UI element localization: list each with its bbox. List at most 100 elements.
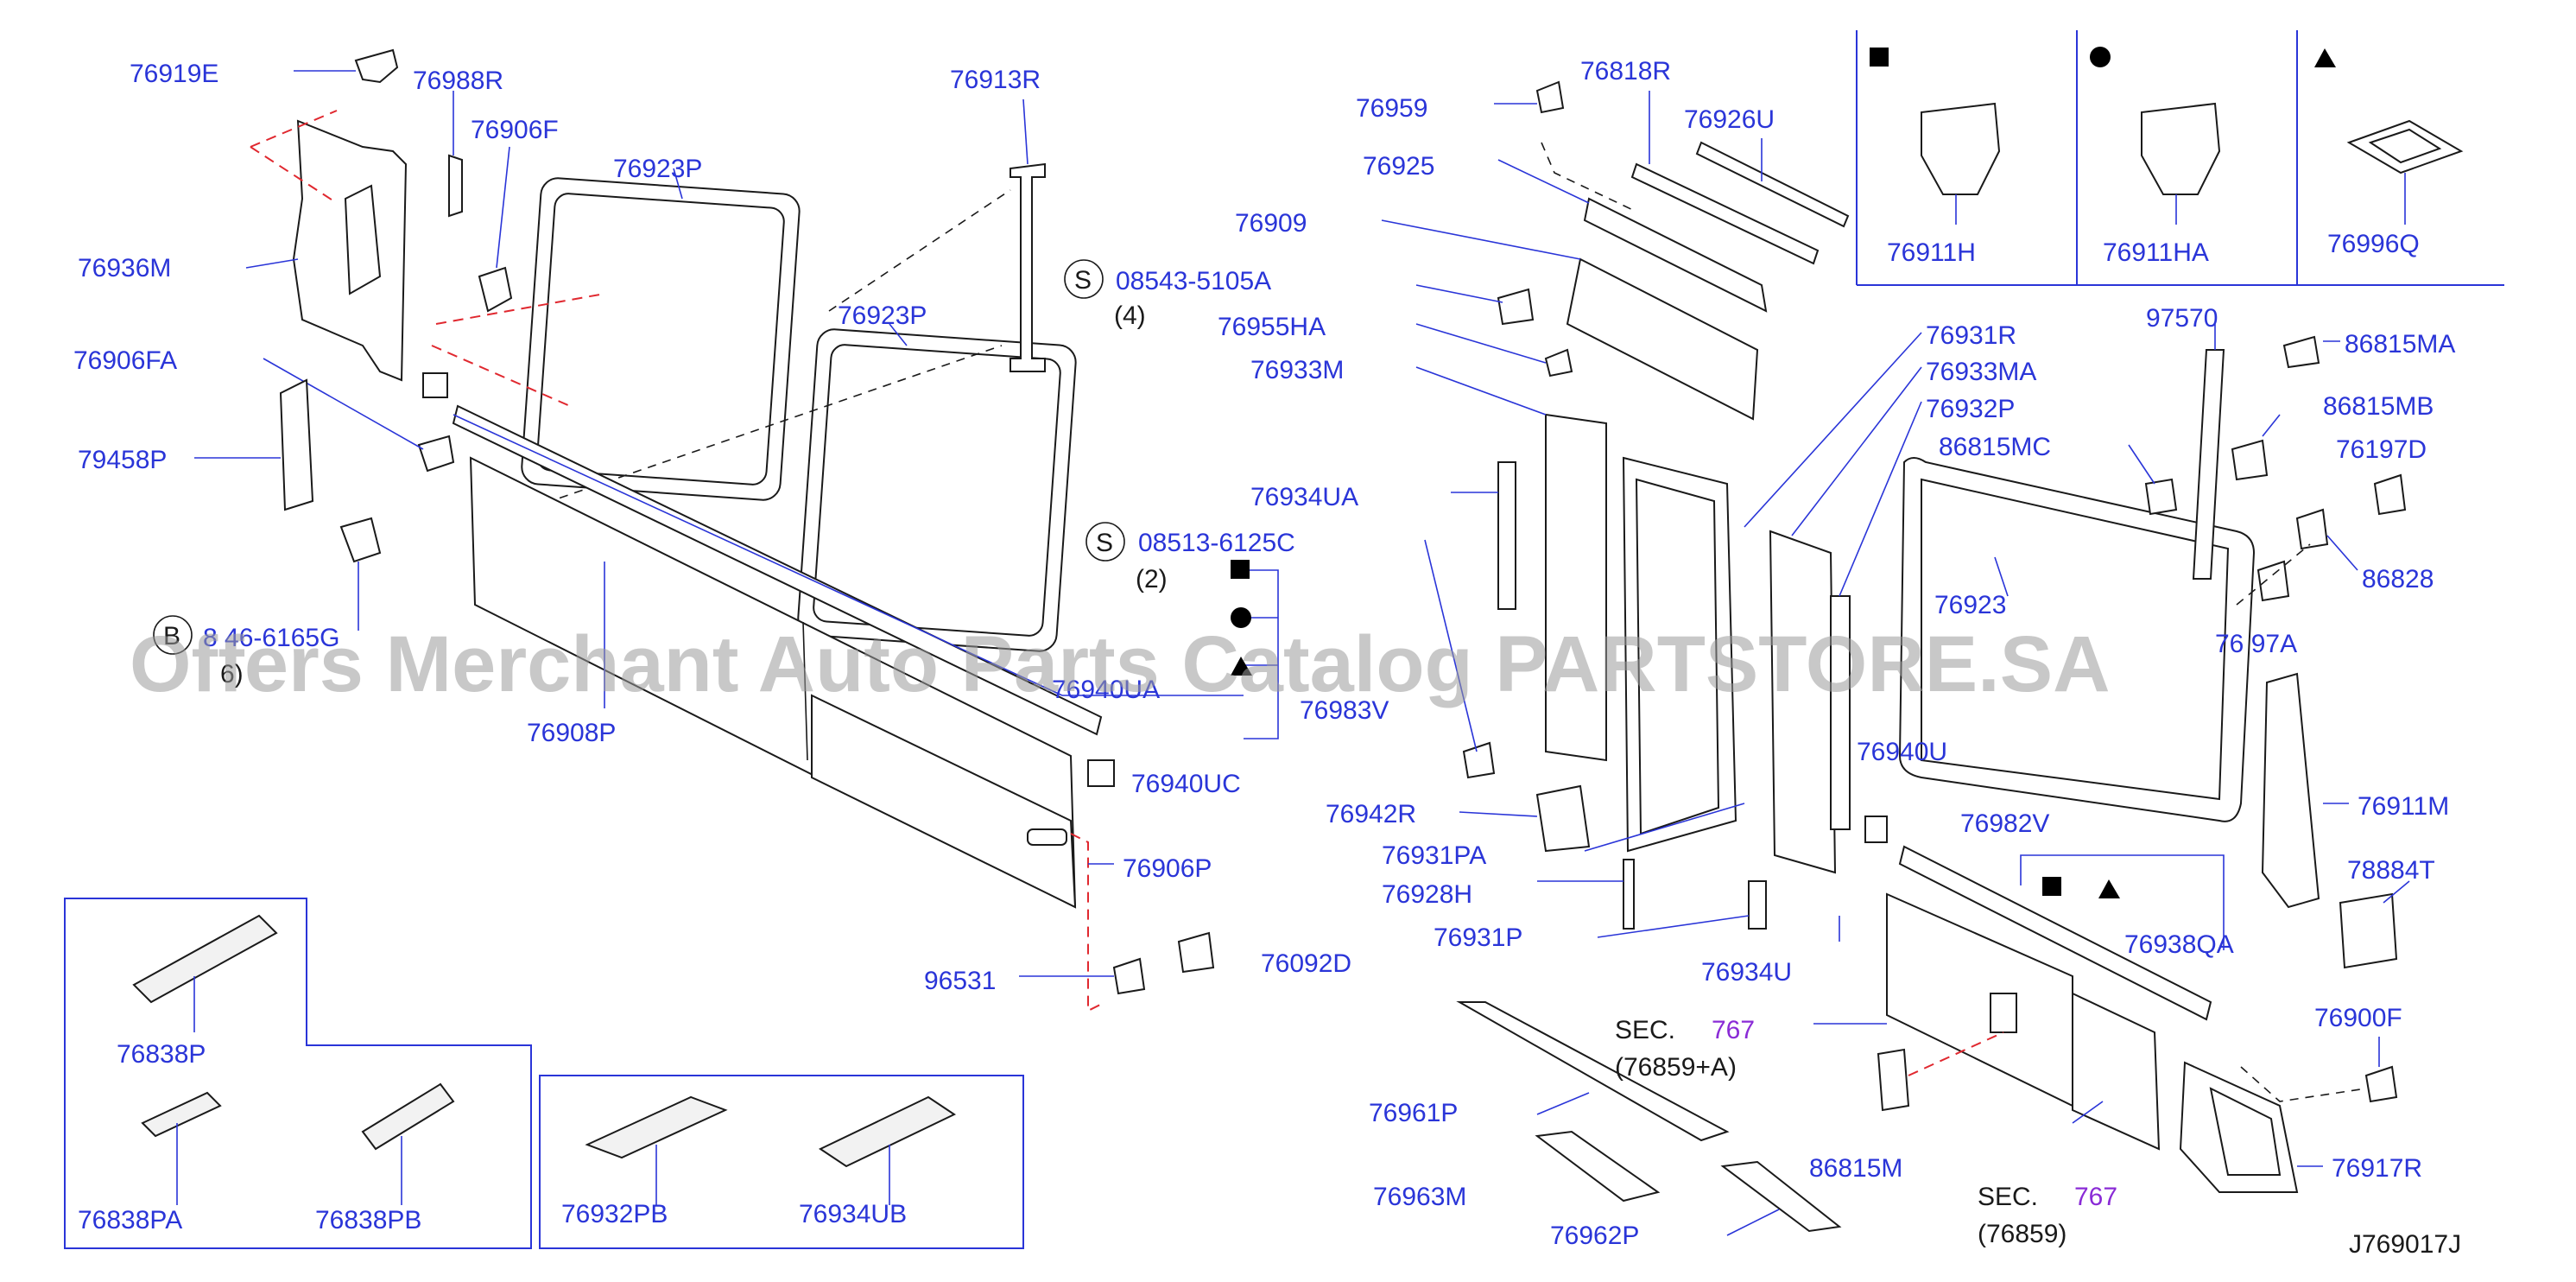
bolt-b — [339, 517, 382, 563]
watermark: Offers Merchant Auto Parts Catalog PARTS… — [130, 620, 2111, 708]
sec2-num: 767 — [2074, 1183, 2117, 1211]
strip-76932p — [1830, 595, 1851, 830]
label-76917r: 76917R — [2332, 1154, 2422, 1183]
label-76982v: 76982V — [1960, 809, 2049, 838]
door-panel-cutout — [1990, 993, 2017, 1033]
screw-mark-1: S — [1074, 266, 1092, 295]
label-76932p: 76932P — [1926, 395, 2015, 423]
screw-76955ha — [1544, 348, 1573, 378]
label-76940uc: 76940UC — [1131, 770, 1241, 798]
label-96531: 96531 — [924, 967, 996, 995]
strip-76963m — [1535, 1130, 1661, 1203]
label-86815m: 86815M — [1809, 1154, 1902, 1183]
label-78884t: 78884T — [2347, 856, 2435, 885]
seal-76838pa — [141, 1091, 222, 1138]
rail-76926u — [1695, 141, 1850, 228]
label-76936m: 76936M — [78, 254, 171, 282]
bracket-79458p — [279, 378, 314, 511]
screw-qty-2: (2) — [1136, 565, 1168, 593]
label-76955ha: 76955HA — [1218, 313, 1326, 341]
marker-triangle-76983v — [1231, 657, 1252, 676]
strip-76928h — [1623, 859, 1635, 930]
label-76963m: 76963M — [1373, 1183, 1466, 1211]
label-76838pb: 76838PB — [315, 1206, 421, 1234]
bolt-mark: B — [163, 622, 180, 651]
rail-76818r — [1630, 162, 1820, 265]
label-76197a: 76 97A — [2215, 630, 2297, 658]
seal-76932pb — [585, 1095, 728, 1159]
label-76818r: 76818R — [1580, 57, 1671, 86]
pad-76996q-inner — [2368, 128, 2442, 164]
label-76838pa: 76838PA — [78, 1206, 182, 1234]
block-76940uc — [1087, 759, 1115, 787]
label-76932pb: 76932PB — [561, 1200, 668, 1228]
label-79458p: 79458P — [78, 446, 167, 474]
label-86815mb: 86815MB — [2323, 392, 2434, 421]
label-76931p: 76931P — [1434, 923, 1522, 952]
block-76940uc-src — [422, 372, 448, 398]
label-76933m: 76933M — [1250, 356, 1344, 384]
label-76925: 76925 — [1363, 152, 1434, 181]
drawing-code: J769017J — [2349, 1230, 2461, 1259]
box-76909 — [1566, 257, 1759, 421]
block-76940u — [1864, 816, 1888, 843]
legend-triangle-symbol — [2314, 48, 2336, 67]
rod-97570 — [2192, 349, 2225, 580]
sec1-num: 767 — [1712, 1016, 1755, 1044]
clip-76906fa — [417, 435, 455, 473]
label-76934ua: 76934UA — [1250, 483, 1358, 511]
label-76996q: 76996Q — [2327, 230, 2420, 258]
screw-qty-1: (4) — [1114, 301, 1146, 330]
label-97570: 97570 — [2146, 304, 2218, 333]
legend-clip-box — [1856, 30, 2504, 286]
marker-square-76983v — [1231, 560, 1250, 579]
label-76928h: 76928H — [1382, 880, 1472, 909]
clip-86815mb — [2231, 439, 2269, 481]
clip-76911h — [1921, 102, 2001, 195]
label-76934u: 76934U — [1701, 958, 1792, 987]
pillar-trim-76936m — [245, 110, 408, 382]
label-76906f: 76906F — [471, 116, 559, 144]
sec2-prefix: SEC. — [1978, 1183, 2038, 1211]
label-76906fa: 76906FA — [73, 346, 177, 375]
label-76838p: 76838P — [117, 1040, 206, 1069]
clip-76900f — [2364, 1065, 2398, 1103]
label-76931pa: 76931PA — [1382, 841, 1486, 870]
label-76919e: 76919E — [130, 60, 218, 88]
label-76911ha: 76911HA — [2103, 238, 2209, 267]
legend-circle-symbol — [2090, 47, 2111, 67]
label-76961p: 76961P — [1369, 1099, 1458, 1127]
label-76092d: 76092D — [1261, 949, 1351, 978]
clip-86815m — [1877, 1048, 1910, 1112]
label-76931r: 76931R — [1926, 321, 2016, 350]
seal-box-1 — [64, 898, 532, 1249]
marker-circle-76983v — [1231, 607, 1251, 628]
marker-triangle-76938qa — [2098, 879, 2120, 898]
seal-76838pb — [361, 1082, 455, 1151]
strip-76933m — [1545, 413, 1607, 762]
label-76938qa: 76938QA — [2124, 930, 2234, 959]
block-78884t — [2339, 892, 2398, 969]
strip-76933ma — [1769, 530, 1837, 874]
holder-76942r — [1535, 784, 1591, 853]
bracket-76988r — [448, 154, 463, 218]
door-panel-lower — [2072, 992, 2161, 1151]
clip-76919e — [294, 48, 399, 84]
label-76906p: 76906P — [1123, 854, 1212, 883]
screw-code-1: 08543-5105A — [1116, 267, 1271, 295]
legend-square-symbol — [1870, 48, 1889, 67]
bolt-76197d — [2373, 473, 2407, 516]
bolt-mark-circle — [153, 615, 193, 655]
pillar-76911m — [2261, 672, 2320, 909]
bolt-76197a — [2256, 560, 2290, 602]
label-76913r: 76913R — [950, 66, 1041, 94]
sec1-ref: (76859+A) — [1615, 1053, 1737, 1082]
label-76962p: 76962P — [1550, 1222, 1639, 1250]
label-76983v: 76983V — [1300, 696, 1389, 725]
label-86828: 86828 — [2362, 565, 2434, 593]
label-76923p-b: 76923P — [838, 301, 927, 330]
screw-b — [1462, 741, 1496, 779]
handle-cutout — [1027, 828, 1067, 846]
clip-76959 — [1535, 80, 1565, 114]
label-76940ua: 76940UA — [1052, 676, 1160, 704]
